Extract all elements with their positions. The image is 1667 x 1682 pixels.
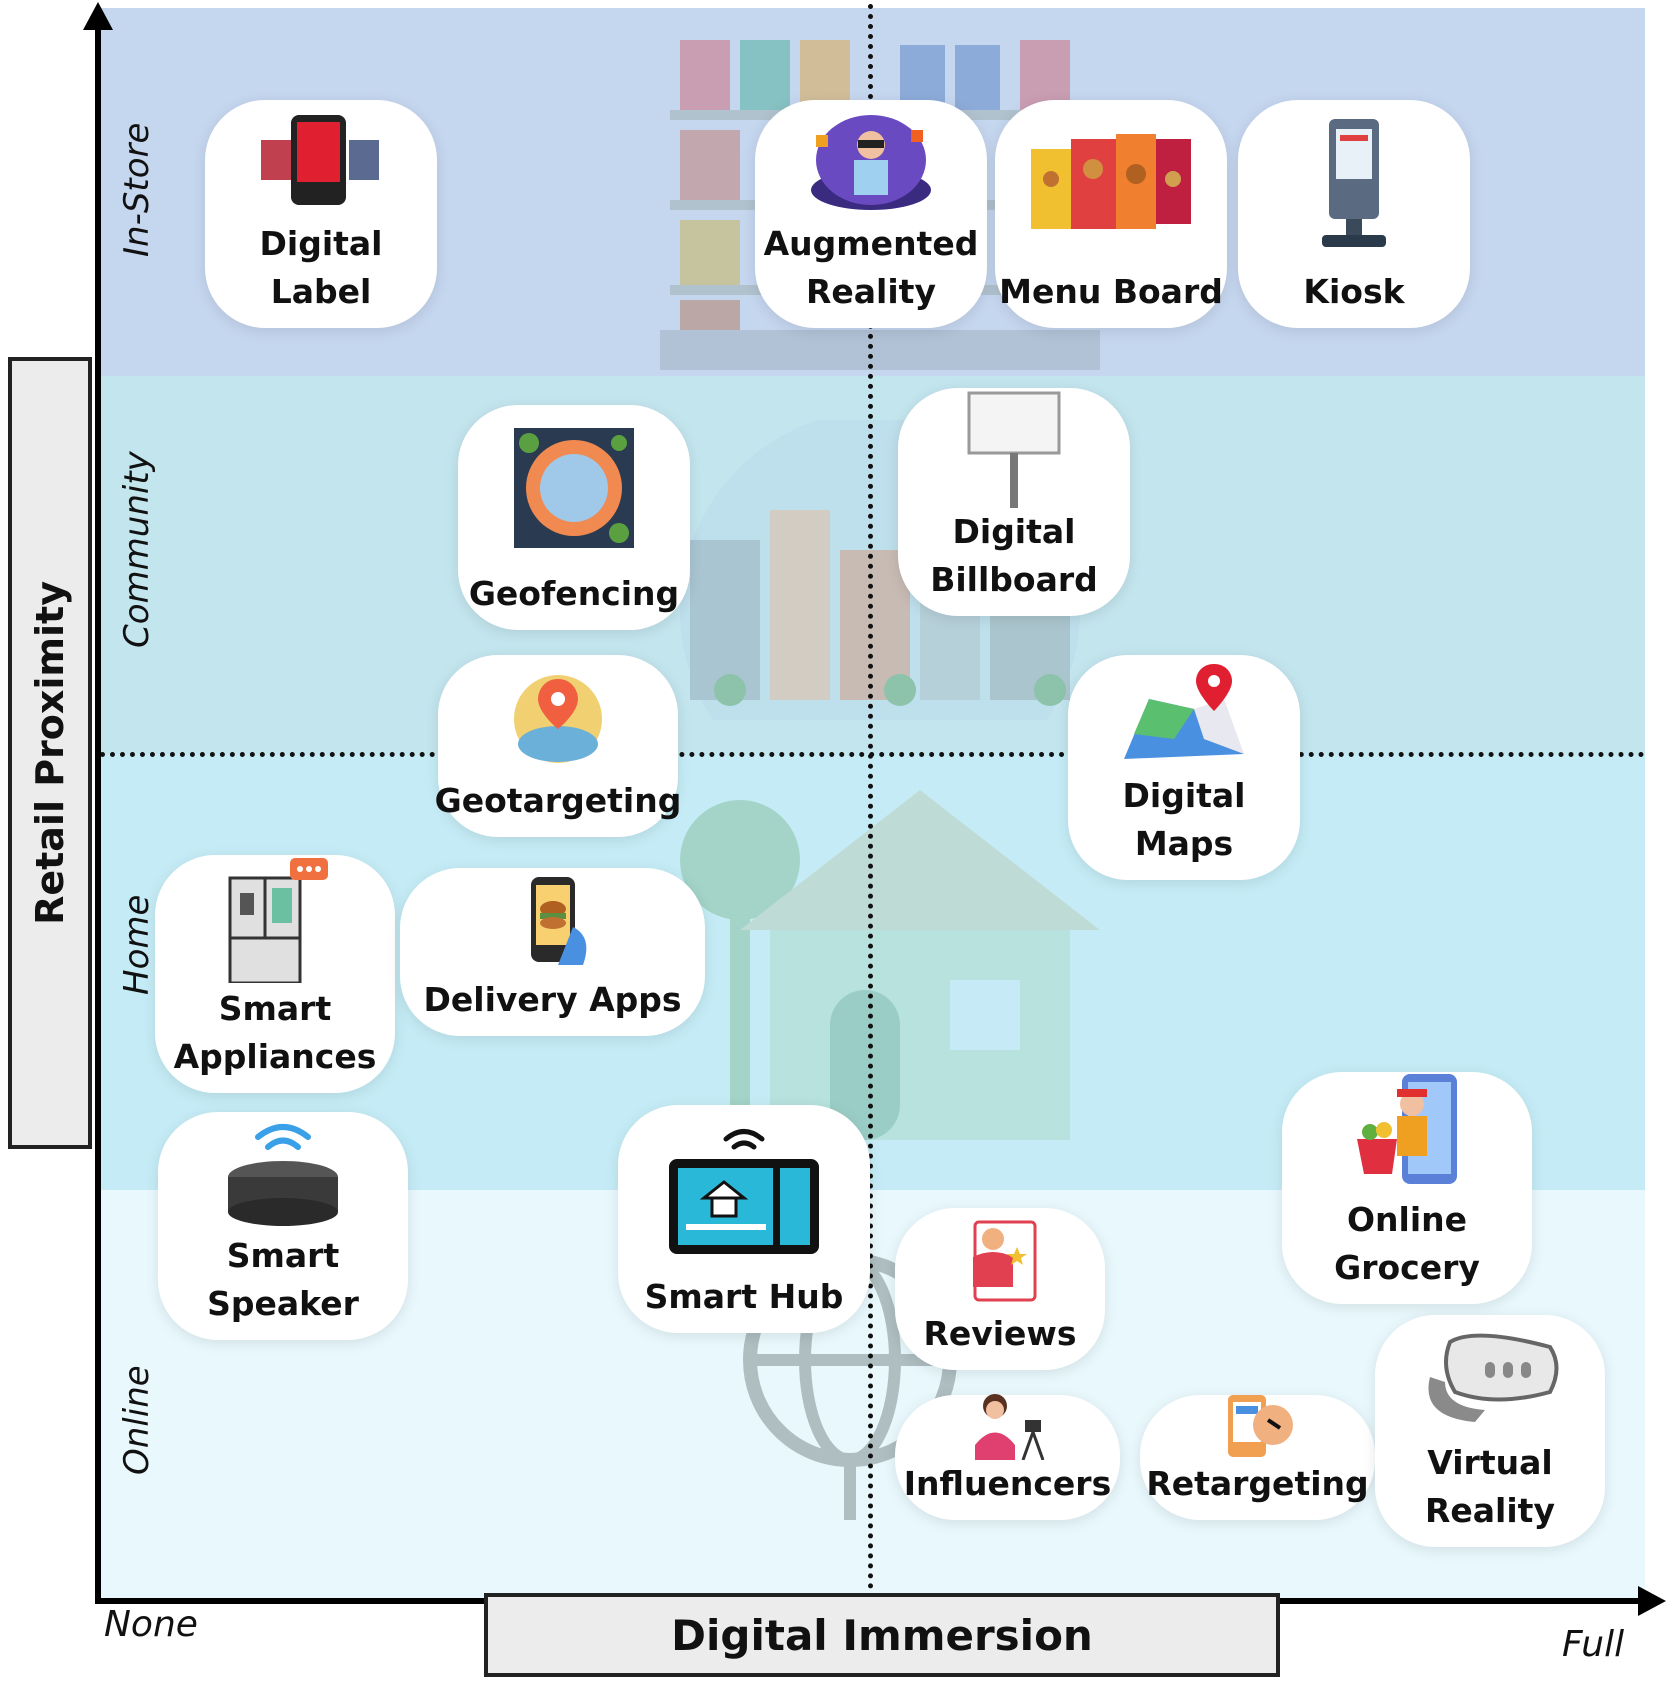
label-reviews: Reviews: [923, 1314, 1077, 1354]
card-virtual-reality[interactable]: Virtual Reality: [1375, 1315, 1605, 1547]
label-kiosk: Kiosk: [1303, 272, 1405, 312]
card-smart-speaker[interactable]: Smart Speaker: [158, 1112, 408, 1340]
label-digital-billboard: Digital Billboard: [930, 512, 1098, 600]
smart-speaker-icon: [228, 1124, 338, 1227]
band-label-online: Online: [117, 1365, 157, 1475]
billboard-icon: [967, 391, 1061, 509]
online-grocery-icon: [1357, 1074, 1457, 1185]
card-smart-appliances[interactable]: Smart Appliances: [155, 855, 395, 1093]
geotargeting-icon: [514, 674, 602, 763]
x-axis-title-box: Digital Immersion: [484, 1593, 1280, 1677]
card-digital-billboard[interactable]: Digital Billboard: [898, 388, 1130, 616]
label-augmented-reality: Augmented Reality: [763, 224, 979, 312]
card-retargeting[interactable]: Retargeting: [1140, 1395, 1375, 1520]
x-axis-max-label: Full: [1562, 1624, 1625, 1665]
label-smart-appliances: Smart Appliances: [173, 989, 377, 1077]
augmented-reality-icon: [811, 115, 931, 211]
label-geofencing: Geofencing: [468, 574, 680, 614]
label-delivery-apps: Delivery Apps: [423, 980, 682, 1020]
influencer-icon: [974, 1394, 1044, 1461]
geofencing-icon: [514, 427, 634, 548]
digital-map-icon: [1124, 663, 1244, 759]
card-kiosk[interactable]: Kiosk: [1238, 100, 1470, 328]
band-label-home: Home: [117, 894, 157, 996]
card-reviews[interactable]: Reviews: [895, 1208, 1105, 1370]
card-augmented-reality[interactable]: Augmented Reality: [755, 100, 987, 328]
kiosk-icon: [1322, 119, 1386, 248]
y-axis-line: [95, 18, 101, 1604]
label-virtual-reality: Virtual Reality: [1425, 1443, 1555, 1531]
delivery-app-icon: [530, 877, 586, 966]
label-smart-speaker: Smart Speaker: [207, 1236, 359, 1324]
label-smart-hub: Smart Hub: [644, 1277, 844, 1317]
card-geofencing[interactable]: Geofencing: [458, 405, 690, 630]
card-influencers[interactable]: Influencers: [895, 1394, 1120, 1520]
band-label-community: Community: [117, 451, 157, 649]
vertical-divider: [868, 4, 873, 1600]
vr-headset-icon: [1428, 1333, 1559, 1423]
smart-hub-icon: [669, 1129, 819, 1255]
digital-label-icon: [261, 115, 379, 206]
retargeting-icon: [1227, 1395, 1293, 1458]
card-menu-board[interactable]: Menu Board: [995, 100, 1227, 328]
label-geotargeting: Geotargeting: [434, 781, 682, 821]
smart-fridge-icon: [228, 857, 328, 983]
band-label-in-store: In-Store: [117, 122, 157, 258]
menu-board-icon: [1031, 134, 1191, 230]
label-digital-label: Digital Label: [259, 224, 383, 312]
label-menu-board: Menu Board: [999, 272, 1223, 312]
x-axis-min-label: None: [104, 1604, 198, 1645]
card-online-grocery[interactable]: Online Grocery: [1282, 1072, 1532, 1304]
label-influencers: Influencers: [903, 1464, 1112, 1504]
y-axis-arrow: [83, 2, 113, 30]
x-axis-arrow: [1638, 1586, 1666, 1616]
label-digital-maps: Digital Maps: [1122, 776, 1246, 864]
y-axis-title: Retail Proximity: [28, 581, 72, 925]
card-digital-label[interactable]: Digital Label: [205, 100, 437, 328]
card-digital-maps[interactable]: Digital Maps: [1068, 655, 1300, 880]
label-retargeting: Retargeting: [1146, 1464, 1369, 1504]
house-illustration: [680, 790, 1100, 1140]
x-axis-title: Digital Immersion: [671, 1610, 1093, 1660]
reviews-icon: [973, 1220, 1037, 1302]
label-online-grocery: Online Grocery: [1334, 1200, 1480, 1288]
card-geotargeting[interactable]: Geotargeting: [435, 655, 681, 837]
y-axis-title-box: Retail Proximity: [8, 357, 92, 1149]
card-delivery-apps[interactable]: Delivery Apps: [400, 868, 705, 1036]
card-smart-hub[interactable]: Smart Hub: [618, 1105, 870, 1333]
